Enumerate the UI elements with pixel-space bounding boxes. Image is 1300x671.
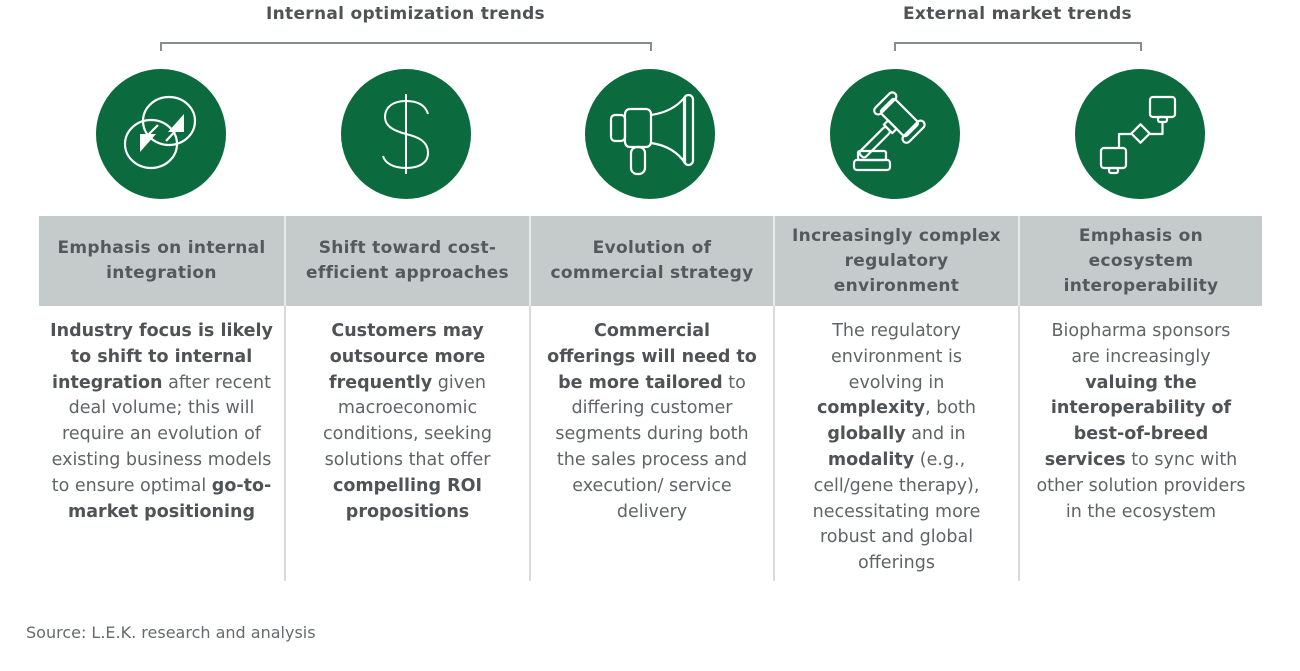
header-commercial-strategy: Evolution of commercial strategy — [529, 216, 773, 306]
text-regular: The regulatory environment is evolving i… — [831, 321, 962, 393]
text-regular: , both — [925, 398, 976, 419]
text-regular: after recent deal volume; this will requ… — [51, 372, 272, 496]
connected-systems-icon — [1075, 69, 1205, 199]
text-bold: Commercial offerings will need to be mor… — [547, 321, 757, 393]
gavel-icon — [830, 69, 960, 199]
source-note: Source: L.E.K. research and analysis — [26, 623, 316, 642]
header-internal-integration: Emphasis on internal integration — [57, 238, 266, 283]
bracket-internal — [160, 42, 652, 51]
text-bold: compelling ROI propositions — [333, 475, 482, 522]
text-regular: Biopharma sponsors are increasingly — [1051, 321, 1231, 367]
text-regular: to sync with other solution providers in… — [1036, 449, 1246, 522]
description-cost-efficient: Customers may outsource more frequently … — [284, 306, 529, 581]
description-commercial-strategy: Commercial offerings will need to be mor… — [529, 306, 773, 581]
megaphone-icon — [585, 69, 715, 199]
group-title-external: External market trends — [903, 4, 1132, 24]
text-bold: Industry focus is likely to shift to int… — [50, 321, 273, 393]
text-regular: given macroeconomic conditions, seeking … — [322, 372, 492, 470]
text-regular: and in — [905, 424, 966, 445]
description-regulatory: The regulatory environment is evolving i… — [773, 306, 1018, 581]
text-bold: globally — [827, 424, 906, 445]
text-regular: (e.g., cell/gene therapy), necessitating… — [812, 449, 981, 574]
text-bold: Customers may outsource more frequently — [329, 321, 486, 393]
header-ecosystem: Emphasis on ecosystem interoperability — [1018, 216, 1262, 306]
integration-arrows-icon — [96, 69, 226, 199]
text-bold: go-to-market positioning — [68, 475, 272, 522]
description-internal-integration: Industry focus is likely to shift to int… — [39, 306, 284, 581]
text-bold: valuing the interoperability of best-of-… — [1044, 372, 1232, 470]
bracket-external — [894, 42, 1142, 51]
header-regulatory: Increasingly complex regulatory environm… — [773, 216, 1018, 306]
group-title-internal: Internal optimization trends — [266, 4, 545, 24]
text-regular: to differing customer segments during bo… — [555, 372, 749, 522]
description-ecosystem: Biopharma sponsors are increasingly valu… — [1018, 306, 1262, 581]
text-bold: complexity — [817, 398, 926, 419]
dollar-icon — [341, 69, 471, 199]
text-bold: modality — [827, 449, 915, 470]
trend-header-row: Emphasis on internal integration Shift t… — [39, 216, 1262, 306]
header-cost-efficient: Shift toward cost-efficient approaches — [284, 216, 529, 306]
trend-description-row: Industry focus is likely to shift to int… — [39, 306, 1262, 581]
